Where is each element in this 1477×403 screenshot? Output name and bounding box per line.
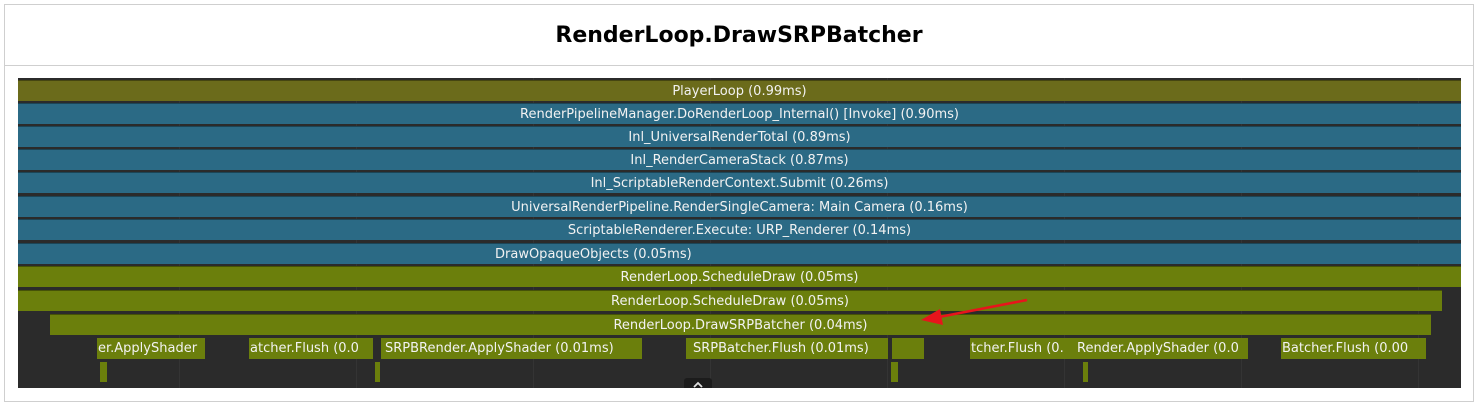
page-title: RenderLoop.DrawSRPBatcher	[555, 22, 923, 48]
leaf-sample-apply-shader[interactable]: er.ApplyShader	[97, 338, 205, 359]
sample-marker[interactable]	[891, 362, 898, 382]
flame-row-render-pipeline-manager[interactable]: RenderPipelineManager.DoRenderLoop_Inter…	[18, 103, 1461, 124]
flame-row-draw-srp-batcher[interactable]: RenderLoop.DrawSRPBatcher (0.04ms)	[50, 314, 1431, 335]
flame-row-universal-render-total[interactable]: Inl_UniversalRenderTotal (0.89ms)	[18, 126, 1461, 147]
flame-row-player-loop[interactable]: PlayerLoop (0.99ms)	[18, 80, 1461, 101]
collapse-toggle-button[interactable]	[684, 378, 712, 388]
chevron-up-icon	[693, 381, 703, 388]
flame-row-draw-opaque-objects[interactable]: DrawOpaqueObjects (0.05ms)	[18, 243, 1461, 264]
leaf-sample-apply-shader[interactable]: Render.ApplyShader (0.0	[1076, 338, 1248, 359]
leaf-sample-flush[interactable]: atcher.Flush (0.0	[249, 338, 373, 359]
flame-row-render-camera-stack[interactable]: Inl_RenderCameraStack (0.87ms)	[18, 149, 1461, 170]
leaf-sample-flush[interactable]: SRPBatcher.Flush (0.01ms)	[686, 338, 888, 359]
leaf-sample-apply-shader[interactable]: SRPBRender.ApplyShader (0.01ms)	[381, 338, 642, 359]
sample-marker[interactable]	[1083, 362, 1088, 382]
sample-marker[interactable]	[375, 362, 380, 382]
leaf-sample-small[interactable]	[892, 338, 924, 359]
flame-row-render-single-camera[interactable]: UniversalRenderPipeline.RenderSingleCame…	[18, 196, 1461, 217]
flame-row-context-submit[interactable]: Inl_ScriptableRenderContext.Submit (0.26…	[18, 172, 1461, 193]
flame-row-scriptable-renderer-execute[interactable]: ScriptableRenderer.Execute: URP_Renderer…	[18, 219, 1461, 240]
flame-row-schedule-draw[interactable]: RenderLoop.ScheduleDraw (0.05ms)	[18, 266, 1461, 287]
flame-row-schedule-draw[interactable]: RenderLoop.ScheduleDraw (0.05ms)	[18, 290, 1442, 311]
leaf-sample-flush[interactable]: tcher.Flush (0.	[970, 338, 1076, 359]
leaf-sample-flush[interactable]: Batcher.Flush (0.00	[1281, 338, 1426, 359]
flame-chart-panel: PlayerLoop (0.99ms) RenderPipelineManage…	[18, 78, 1461, 388]
sample-marker[interactable]	[100, 362, 107, 382]
title-bar: RenderLoop.DrawSRPBatcher	[5, 5, 1473, 66]
